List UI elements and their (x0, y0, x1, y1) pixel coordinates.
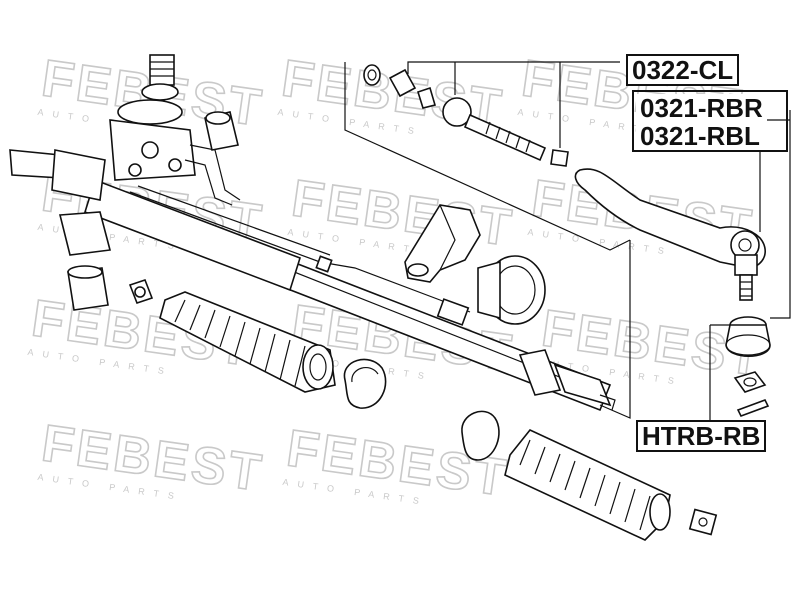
rack-mounting-bracket (404, 204, 481, 283)
part-label-htrb-rb[interactable]: HTRB-RB (636, 420, 767, 452)
watermark: FEBEST AUTO PARTS (37, 414, 268, 504)
inner-tie-rod (363, 64, 569, 167)
part-label-0321-rbr[interactable]: 0321-RBR (636, 94, 767, 122)
mounting-bushing-upper (204, 111, 239, 151)
boot-clamp-band (343, 358, 387, 409)
pinion-valve-assembly (109, 54, 241, 206)
part-label-0321-rbl[interactable]: 0321-RBL (636, 122, 764, 150)
watermark: FEBEST AUTO PARTS (277, 49, 508, 139)
steering-boot-right (504, 429, 671, 541)
boot-clamp-small-left (128, 279, 154, 304)
steering-rack-housing (9, 149, 616, 412)
boot-clamp-small-right (688, 508, 718, 536)
tie-rod-end (574, 168, 766, 301)
part-label-0322-cl[interactable]: 0322-CL (626, 54, 740, 86)
mounting-bushing-left (67, 265, 109, 311)
mounting-bushing-right (477, 255, 546, 325)
watermark: FEBEST AUTO PARTS (287, 169, 518, 259)
boot-clamp-band-right (461, 410, 500, 461)
steering-boot-left (159, 291, 336, 393)
part-label-group-frame (632, 90, 788, 152)
